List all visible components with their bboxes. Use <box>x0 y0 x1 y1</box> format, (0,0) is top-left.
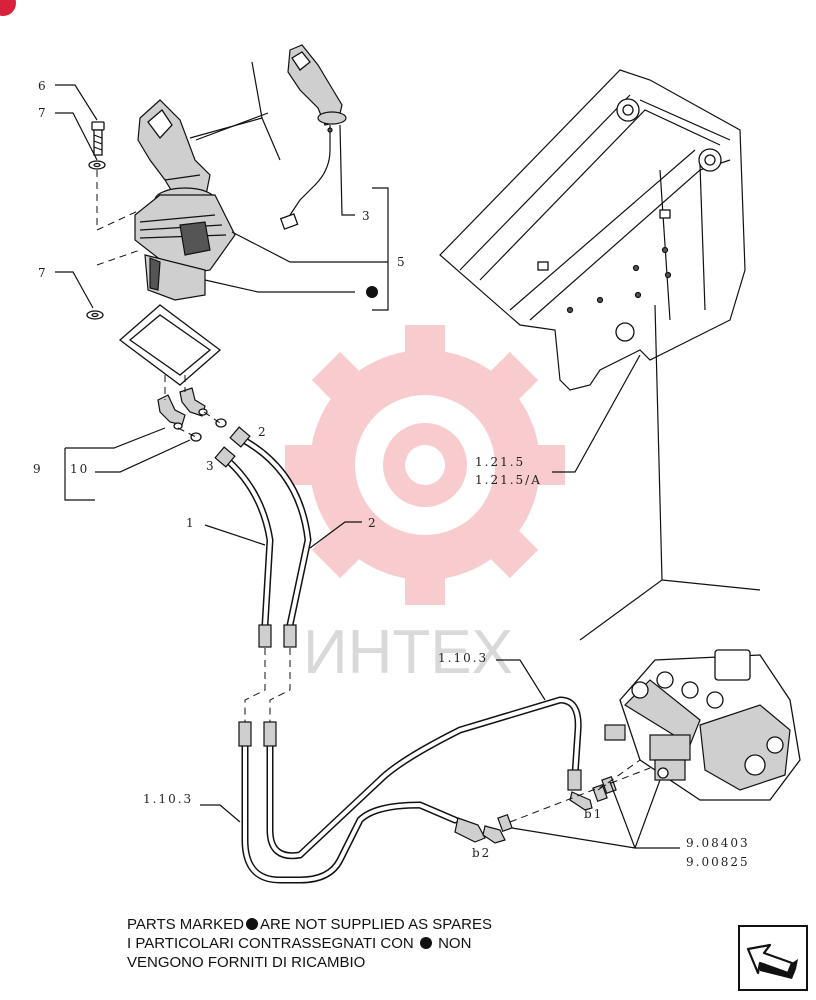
next-page-arrow-icon <box>746 943 798 979</box>
next-page-button[interactable] <box>738 925 808 991</box>
note-line-1-end: ARE NOT SUPPLIED AS SPARES <box>259 916 492 933</box>
note-line-2: I PARTICOLARI CONTRASSEGNATI CON NON <box>127 934 471 953</box>
not-supplied-marker-icon <box>366 286 378 298</box>
control-valve <box>604 649 801 801</box>
callout-7: 7 <box>38 106 48 120</box>
ref-9-00825: 9.00825 <box>686 855 750 869</box>
callout-5: 5 <box>397 255 407 269</box>
callout-3: 3 <box>362 209 372 223</box>
corner-badge-icon <box>0 0 16 16</box>
note-line-1: PARTS MARKED ARE NOT SUPPLIED AS SPARES <box>127 915 492 934</box>
callout-10: 10 <box>70 462 89 476</box>
ref-1-21-5: 1.21.5 <box>475 455 525 469</box>
washer <box>88 160 106 170</box>
watermark-gear-icon <box>285 325 565 605</box>
leader-lines <box>55 61 761 849</box>
note-line-3: VENGONO FORNITI DI RICAMBIO <box>127 953 365 972</box>
note-line-1-start: PARTS MARKED <box>127 916 244 933</box>
ref-1-21-5-a: 1.21.5/A <box>475 473 542 487</box>
note-line-2-end: NON <box>438 935 472 952</box>
callout-6: 6 <box>38 79 48 93</box>
filled-circle-icon <box>245 918 258 930</box>
note-line-3-text: VENGONO FORNITI DI RICAMBIO <box>127 954 366 971</box>
callout-1: 1 <box>186 516 196 530</box>
hose-2 <box>229 426 312 648</box>
pipe-1-10-3 <box>238 696 582 884</box>
joystick-gasket <box>118 304 222 386</box>
ref-1-10-3: 1.10.3 <box>438 651 488 665</box>
watermark-text: ИНТЕХ <box>303 618 513 687</box>
hose-1 <box>214 446 274 648</box>
loader-arm <box>439 69 746 391</box>
joystick-boot <box>134 194 236 276</box>
bolt <box>91 121 105 156</box>
callout-7: 7 <box>38 266 48 280</box>
elbow-fitting <box>179 387 208 417</box>
o-ring <box>190 432 202 442</box>
joystick-handle-detail <box>279 44 347 230</box>
callout-labels: 6 7 7 5 3 9 10 2 3 1 2 1.21.5 1.21.5/A 1… <box>33 79 750 869</box>
joystick-base <box>144 254 206 301</box>
washer <box>86 310 104 320</box>
callout-3: 3 <box>206 459 216 473</box>
ref-9-08403: 9.08403 <box>686 836 750 850</box>
port-b1: b1 <box>584 807 603 821</box>
callout-9: 9 <box>33 462 43 476</box>
note-line-2-start: I PARTICOLARI CONTRASSEGNATI CON <box>127 935 414 952</box>
filled-circle-icon <box>419 937 432 949</box>
callout-2: 2 <box>258 425 268 439</box>
elbow-fitting <box>157 394 186 430</box>
callout-2: 2 <box>368 516 378 530</box>
adapter-fitting <box>482 813 513 844</box>
o-ring <box>215 418 227 428</box>
ref-1-10-3: 1.10.3 <box>143 792 193 806</box>
port-b2: b2 <box>472 846 491 860</box>
